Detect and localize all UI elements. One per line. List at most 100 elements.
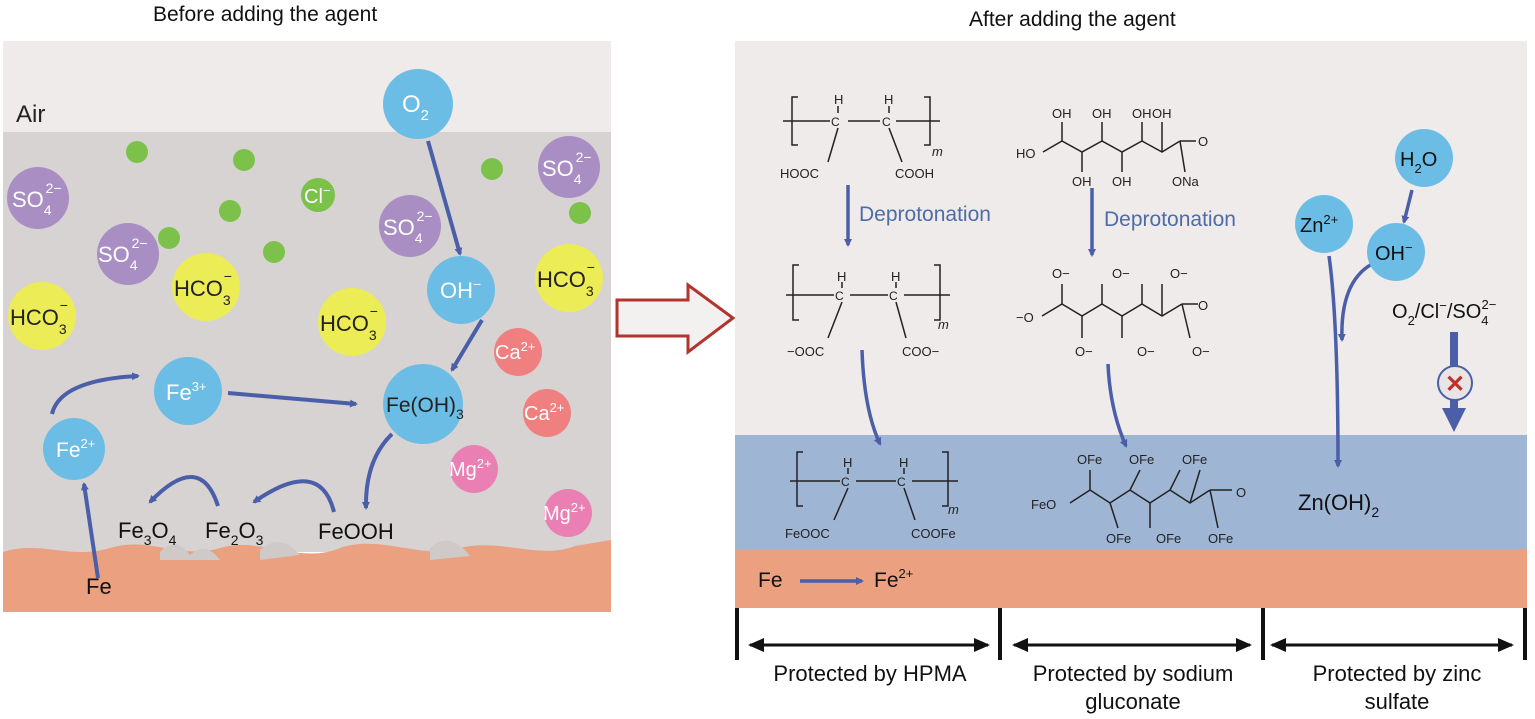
svg-text:−OOC: −OOC bbox=[787, 344, 824, 359]
svg-text:FeO: FeO bbox=[1031, 497, 1056, 512]
gluconate-structure bbox=[1042, 122, 1196, 173]
caption-zinc: Protected by zinc sulfate bbox=[1312, 661, 1482, 714]
svg-text:m: m bbox=[938, 317, 949, 332]
svg-text:O: O bbox=[1198, 134, 1208, 149]
svg-text:H: H bbox=[884, 92, 893, 107]
reaction-fe-label: Fe bbox=[758, 569, 783, 592]
hco3-ion: HCO3− bbox=[172, 253, 240, 321]
hco3-ion: HCO3− bbox=[535, 244, 603, 312]
svg-text:HOOC: HOOC bbox=[780, 166, 819, 181]
svg-text:ONa: ONa bbox=[1172, 174, 1200, 189]
gluconate-labels: OH OH OH OH HO OH OH O ONa bbox=[1016, 106, 1208, 189]
svg-text:m: m bbox=[948, 502, 959, 517]
svg-text:COOH: COOH bbox=[895, 166, 934, 181]
reaction-arrows bbox=[50, 140, 484, 579]
svg-text:O2: O2 bbox=[402, 91, 429, 124]
svg-text:C: C bbox=[835, 289, 844, 303]
svg-text:O: O bbox=[1236, 485, 1246, 500]
svg-text:SO42−: SO42− bbox=[12, 180, 62, 218]
svg-text:O−: O− bbox=[1137, 344, 1155, 359]
fe2o3-label: Fe2O3 bbox=[205, 518, 264, 548]
hpma-fe-complex bbox=[790, 451, 958, 521]
svg-text:OFe: OFe bbox=[1182, 452, 1207, 467]
svg-text:O−: O− bbox=[1170, 266, 1188, 281]
h2o-molecule: H2O bbox=[1395, 129, 1453, 187]
svg-text:SO42−: SO42− bbox=[98, 235, 148, 273]
svg-text:H: H bbox=[899, 455, 908, 470]
caption-gluconate: Protected by sodium gluconate bbox=[1032, 661, 1234, 714]
svg-text:C: C bbox=[841, 475, 850, 489]
svg-text:H: H bbox=[837, 269, 846, 284]
svg-text:O−: O− bbox=[1052, 266, 1070, 281]
steel-substrate bbox=[735, 549, 1527, 608]
gluconate-deprotonated bbox=[1041, 284, 1198, 339]
right-panel: H H C C m HOOC COOH H H C C m −OOC C O O bbox=[735, 41, 1527, 660]
svg-text:OFe: OFe bbox=[1208, 531, 1233, 546]
svg-text:H: H bbox=[843, 455, 852, 470]
svg-text:HO: HO bbox=[1016, 146, 1036, 161]
znoh2-label: Zn(OH)2 bbox=[1298, 490, 1379, 520]
svg-text:C: C bbox=[889, 289, 898, 303]
svg-text:COOFe: COOFe bbox=[911, 526, 956, 541]
so4-ion: SO42− bbox=[538, 136, 600, 198]
svg-text:O−: O− bbox=[1112, 266, 1130, 281]
hco3-ion: HCO3− bbox=[318, 288, 386, 356]
svg-text:HCO3−: HCO3− bbox=[537, 259, 595, 299]
protective-film bbox=[735, 435, 1527, 549]
svg-text:OH−: OH− bbox=[440, 276, 481, 303]
svg-text:Fe2+: Fe2+ bbox=[56, 436, 95, 462]
svg-text:C: C bbox=[831, 115, 840, 129]
ca-ion: Ca2+ bbox=[494, 328, 542, 376]
svg-text:m: m bbox=[932, 144, 943, 159]
so4-ion: SO42− bbox=[379, 195, 441, 257]
hpma-deprot-labels: H H C C m −OOC COO− bbox=[787, 269, 949, 359]
svg-text:HCO3−: HCO3− bbox=[320, 303, 378, 343]
so4-ion: SO42− bbox=[7, 167, 69, 229]
blocked-arrow: ✕ bbox=[1437, 332, 1473, 432]
mg-ion: Mg2+ bbox=[543, 489, 592, 537]
svg-text:H: H bbox=[834, 92, 843, 107]
svg-text:Cl−: Cl− bbox=[304, 183, 330, 208]
svg-text:H: H bbox=[891, 269, 900, 284]
chloride-dots bbox=[126, 141, 591, 263]
feoh3-bubble: Fe(OH)3 bbox=[383, 364, 464, 444]
hpma-structure bbox=[783, 96, 940, 163]
blocked-icon: ✕ bbox=[1445, 371, 1465, 398]
svg-text:Fe(OH)3: Fe(OH)3 bbox=[386, 394, 464, 422]
svg-text:Fe3+: Fe3+ bbox=[166, 379, 207, 405]
deprotonation-label: Deprotonation bbox=[1104, 208, 1236, 231]
o2-molecule: O2 bbox=[383, 69, 453, 139]
reaction-fe2-label: Fe2+ bbox=[874, 566, 913, 592]
svg-text:OFe: OFe bbox=[1106, 531, 1131, 546]
svg-text:HCO3−: HCO3− bbox=[174, 268, 232, 308]
svg-text:OH: OH bbox=[1052, 106, 1072, 121]
svg-text:OH: OH bbox=[1152, 106, 1172, 121]
rust-surface bbox=[3, 540, 611, 612]
mg-ion: Mg2+ bbox=[449, 445, 498, 493]
transition-arrow bbox=[615, 282, 736, 356]
svg-text:FeOOC: FeOOC bbox=[785, 526, 830, 541]
air-layer bbox=[3, 41, 611, 132]
hpma-labels: H H C C m HOOC COOH bbox=[780, 92, 943, 181]
svg-text:H2O: H2O bbox=[1400, 149, 1437, 176]
air-label: Air bbox=[16, 101, 45, 128]
oh-ion: OH− bbox=[427, 256, 495, 324]
corrosive-species-label: O2/Cl−/SO42− bbox=[1392, 297, 1496, 328]
fe-label: Fe bbox=[86, 574, 112, 599]
svg-text:Ca2+: Ca2+ bbox=[524, 400, 564, 425]
svg-text:Mg2+: Mg2+ bbox=[543, 500, 586, 525]
svg-text:OH: OH bbox=[1072, 174, 1092, 189]
section-dividers bbox=[735, 608, 1527, 660]
fe2-ion: Fe2+ bbox=[43, 418, 105, 480]
oh-ion-right: OH− bbox=[1367, 223, 1425, 281]
left-panel: Air Cl− SO42− SO42− SO42− bbox=[3, 41, 611, 612]
svg-text:OH: OH bbox=[1132, 106, 1152, 121]
cl-ion: Cl− bbox=[301, 178, 335, 212]
caption-hpma: Protected by HPMA bbox=[773, 661, 967, 686]
hpma-fe-labels: H H C C m FeOOC COOFe bbox=[785, 455, 959, 541]
svg-text:SO42−: SO42− bbox=[542, 149, 592, 187]
after-title: After adding the agent bbox=[969, 8, 1176, 31]
right-reaction-arrows bbox=[800, 185, 1414, 585]
svg-text:C: C bbox=[882, 115, 891, 129]
